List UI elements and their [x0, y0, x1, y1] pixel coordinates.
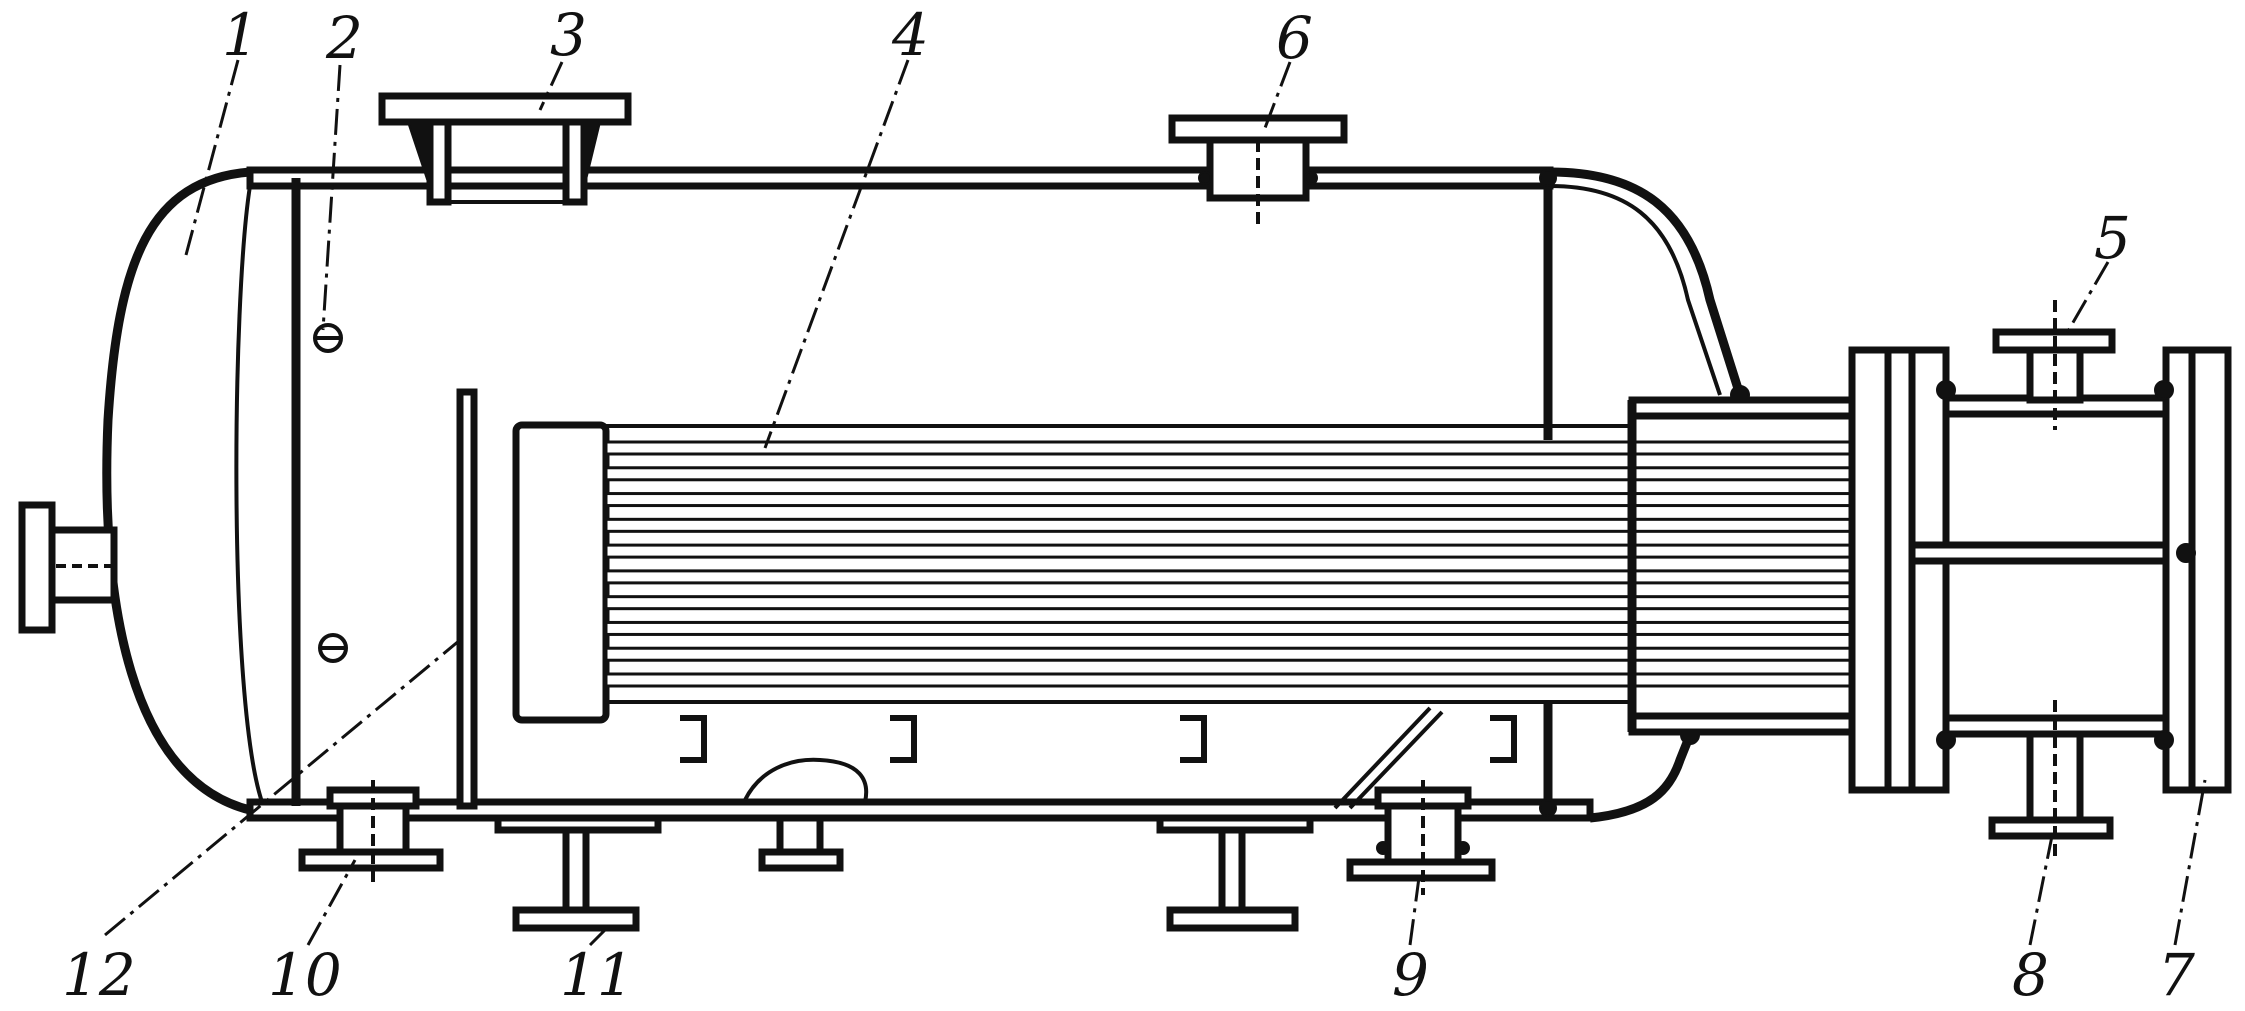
callout-2: 2	[325, 4, 363, 72]
callout-10: 10	[268, 941, 342, 1009]
callout-labels: 1 2 3 4 5 6 7 8 9 10 11 12	[62, 1, 2195, 1009]
tube	[604, 646, 1882, 662]
tube	[604, 543, 1882, 559]
nozzle-6	[1168, 114, 1348, 225]
baffle-clips	[680, 715, 1517, 763]
callout-5: 5	[2094, 204, 2131, 272]
tube	[604, 517, 1882, 533]
tube	[604, 620, 1882, 636]
callout-1: 1	[222, 1, 259, 69]
center-drain-nozzle	[743, 757, 869, 872]
callout-3: 3	[550, 1, 587, 69]
tube	[604, 672, 1882, 688]
nozzle-9	[1346, 780, 1496, 895]
nozzle-5	[1992, 300, 2116, 430]
right-head	[1549, 167, 1745, 397]
nozzle-10	[298, 780, 444, 885]
callout-7: 7	[2158, 941, 2195, 1009]
callout-12: 12	[62, 941, 136, 1009]
tube-bundle	[512, 396, 1884, 736]
callout-6: 6	[1276, 4, 1313, 72]
baffle-clip	[1180, 715, 1207, 763]
tube	[604, 492, 1882, 508]
gauge-fittings	[313, 323, 348, 663]
callout-4: 4	[891, 1, 929, 69]
baffle-clip	[1490, 715, 1517, 763]
tube	[604, 569, 1882, 585]
callout-9: 9	[1392, 941, 1429, 1009]
callout-8: 8	[2012, 941, 2049, 1009]
tube	[604, 466, 1882, 482]
baffle-clip	[890, 715, 917, 763]
tube	[604, 440, 1882, 456]
baffle-clip	[680, 715, 707, 763]
left-end-nozzle	[18, 501, 118, 634]
left-dished-head	[102, 167, 252, 815]
channel	[1848, 346, 2232, 794]
leader-lines	[104, 59, 2207, 947]
floating-head	[512, 421, 610, 724]
saddle-support-left	[494, 814, 662, 932]
nozzle-3	[378, 92, 632, 206]
tube	[604, 595, 1882, 611]
impingement-baffle	[456, 388, 478, 810]
callout-11: 11	[560, 941, 634, 1009]
saddle-support-right	[1156, 814, 1314, 932]
